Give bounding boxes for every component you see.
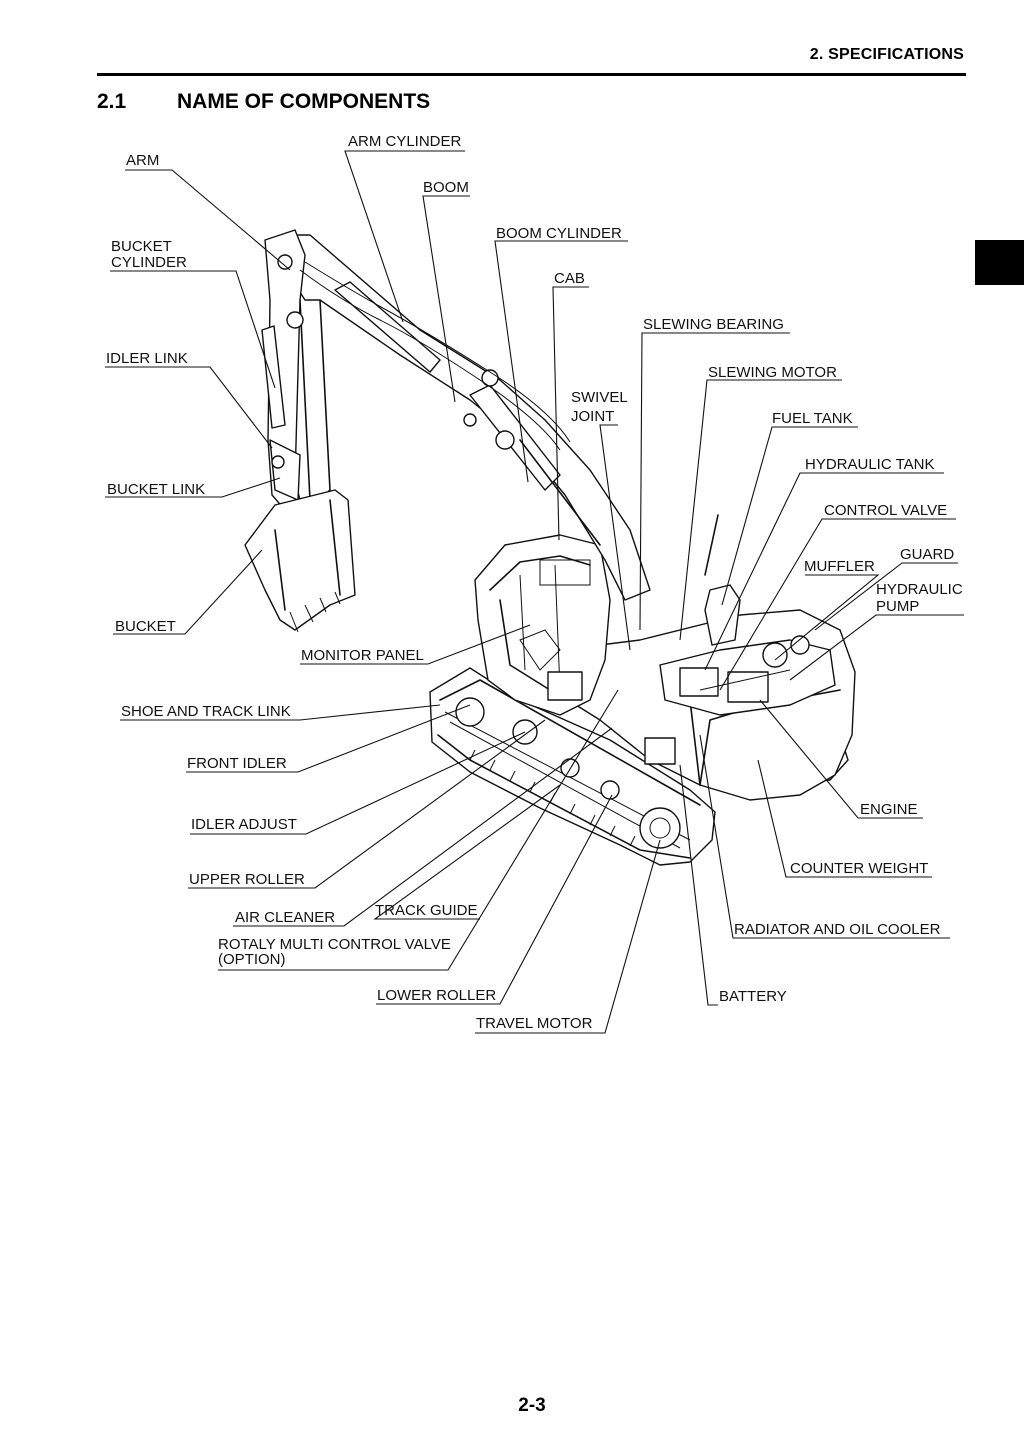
label-rotaly-multi-control-valve-line1: ROTALY MULTI CONTROL VALVE xyxy=(218,936,451,953)
excavator-illustration xyxy=(244,229,856,866)
label-counter-weight: COUNTER WEIGHT xyxy=(790,860,928,877)
label-bucket-cylinder-line1: BUCKET xyxy=(111,238,172,255)
label-engine: ENGINE xyxy=(860,801,918,818)
label-arm-cylinder: ARM CYLINDER xyxy=(348,133,462,150)
label-bucket-cylinder-line2: CYLINDER xyxy=(111,254,187,271)
label-arm: ARM xyxy=(126,152,159,169)
header-rule xyxy=(97,73,966,76)
label-control-valve: CONTROL VALVE xyxy=(824,502,947,519)
label-fuel-tank: FUEL TANK xyxy=(772,410,853,427)
label-hydraulic-tank: HYDRAULIC TANK xyxy=(805,456,934,473)
label-guard: GUARD xyxy=(900,546,954,563)
label-shoe-and-track-link: SHOE AND TRACK LINK xyxy=(121,703,291,720)
label-rotaly-multi-control-valve-line2: (OPTION) xyxy=(218,951,286,968)
label-battery: BATTERY xyxy=(719,988,787,1005)
label-upper-roller: UPPER ROLLER xyxy=(189,871,305,888)
label-swivel-joint-line2: JOINT xyxy=(571,408,614,425)
label-lower-roller: LOWER ROLLER xyxy=(377,987,496,1004)
label-travel-motor: TRAVEL MOTOR xyxy=(476,1015,593,1032)
label-radiator-and-oil-cooler: RADIATOR AND OIL COOLER xyxy=(734,921,941,938)
header-section-title: 2. SPECIFICATIONS xyxy=(809,46,964,63)
label-bucket-link: BUCKET LINK xyxy=(107,481,205,498)
section-number: 2.1 xyxy=(97,90,127,113)
section-title: NAME OF COMPONENTS xyxy=(177,90,431,113)
label-cab: CAB xyxy=(554,270,585,287)
label-bucket: BUCKET xyxy=(115,618,176,635)
label-slewing-bearing: SLEWING BEARING xyxy=(643,316,784,333)
page-number: 2-3 xyxy=(518,1395,546,1416)
cab xyxy=(474,534,611,716)
label-idler-link: IDLER LINK xyxy=(106,350,188,367)
label-monitor-panel: MONITOR PANEL xyxy=(301,647,424,664)
label-front-idler: FRONT IDLER xyxy=(187,755,287,772)
label-track-guide: TRACK GUIDE xyxy=(375,902,478,919)
label-slewing-motor: SLEWING MOTOR xyxy=(708,364,837,381)
chapter-tab-marker xyxy=(975,240,1024,285)
label-swivel-joint-line1: SWIVEL xyxy=(571,389,628,406)
label-muffler: MUFFLER xyxy=(804,558,875,575)
leader-lines xyxy=(105,150,964,1034)
bucket xyxy=(244,489,356,631)
component-labels: ARM CYLINDER ARM BOOM BUCKET CYLINDER BO… xyxy=(106,133,963,1032)
label-boom-cylinder: BOOM CYLINDER xyxy=(496,225,622,242)
label-hydraulic-pump-line2: PUMP xyxy=(876,598,919,615)
label-hydraulic-pump-line1: HYDRAULIC xyxy=(876,581,963,598)
label-air-cleaner: AIR CLEANER xyxy=(235,909,335,926)
label-idler-adjust: IDLER ADJUST xyxy=(191,816,297,833)
label-boom: BOOM xyxy=(423,179,469,196)
